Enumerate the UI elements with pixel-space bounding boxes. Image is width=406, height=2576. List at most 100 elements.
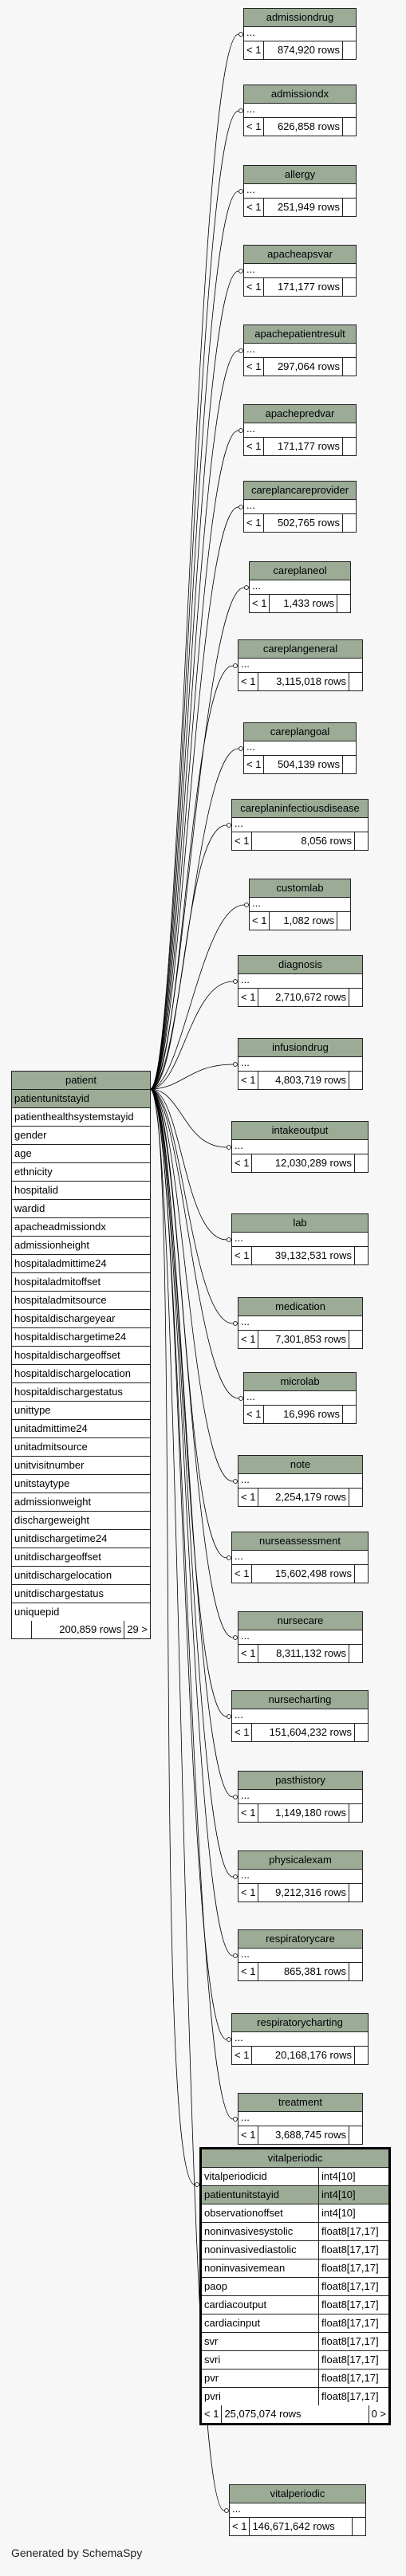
table-header[interactable]: apacheapsvar	[244, 246, 356, 264]
table-header[interactable]: note	[238, 1456, 362, 1474]
table-header[interactable]: nursecare	[238, 1612, 362, 1630]
table-header[interactable]: careplangeneral	[238, 640, 362, 659]
column-row[interactable]: hospitalid	[12, 1182, 150, 1200]
column-row[interactable]: unittype	[12, 1402, 150, 1420]
column-row[interactable]: hospitaldischargetime24	[12, 1328, 150, 1347]
table-header[interactable]: diagnosis	[238, 956, 362, 974]
table-header[interactable]: patient	[12, 1072, 150, 1090]
table-header[interactable]: allergy	[244, 166, 356, 184]
table-header[interactable]: apachepredvar	[244, 405, 356, 423]
table-header[interactable]: nursecharting	[232, 1691, 368, 1709]
table-header[interactable]: apachepatientresult	[244, 325, 356, 344]
column-row[interactable]: hospitaldischargeyear	[12, 1310, 150, 1328]
column-row[interactable]: dischargeweight	[12, 1512, 150, 1530]
table-header[interactable]: respiratorycare	[238, 1930, 362, 1949]
column-row[interactable]: hospitaldischargestatus	[12, 1383, 150, 1402]
table-header[interactable]: careplaneol	[250, 562, 350, 580]
table-header[interactable]: treatment	[238, 2094, 362, 2112]
column-row[interactable]: hospitaldischargeoffset	[12, 1347, 150, 1365]
column-row[interactable]: admissionheight	[12, 1237, 150, 1255]
column-row[interactable]: apacheadmissiondx	[12, 1218, 150, 1237]
column-row[interactable]: unitdischargetime24	[12, 1530, 150, 1548]
children-count[interactable]: 0 >	[371, 2408, 386, 2420]
column-row[interactable]: unitdischargestatus	[12, 1585, 150, 1603]
column-row[interactable]: unitadmittime24	[12, 1420, 150, 1438]
table-header[interactable]: customlab	[250, 879, 350, 898]
table-header[interactable]: nurseassessment	[232, 1532, 368, 1551]
column-row[interactable]: hospitaldischargelocation	[12, 1365, 150, 1383]
column-row[interactable]: unitdischargeoffset	[12, 1548, 150, 1567]
table-vitalperiodic[interactable]: vitalperiodic ... < 1 146,671,642 rows	[229, 2484, 366, 2536]
children-count[interactable]: 29 >	[127, 1623, 148, 1635]
column-row[interactable]: unitvisitnumber	[12, 1457, 150, 1475]
table-header[interactable]: physicalexam	[238, 1851, 362, 1870]
column-row[interactable]: uniquepid	[14, 1606, 60, 1618]
table-header[interactable]: admissiondrug	[244, 9, 356, 27]
column-row[interactable]: patientunitstayid	[12, 1090, 150, 1108]
table-header[interactable]: microlab	[244, 1373, 356, 1391]
table-header[interactable]: vitalperiodic	[202, 2149, 388, 2168]
column-row[interactable]: age	[12, 1145, 150, 1163]
column-row[interactable]: unitadmitsource	[12, 1438, 150, 1457]
table-header[interactable]: vitalperiodic	[230, 2485, 365, 2503]
table-header[interactable]: careplangoal	[244, 723, 356, 741]
column-row[interactable]: hospitaladmitsource	[12, 1292, 150, 1310]
column-row[interactable]: unitdischargelocation	[12, 1567, 150, 1585]
column-row[interactable]: ethnicity	[12, 1163, 150, 1182]
table-header[interactable]: respiratorycharting	[232, 2014, 368, 2032]
table-header[interactable]: lab	[232, 1214, 368, 1233]
column-row[interactable]: admissionweight	[12, 1493, 150, 1512]
table-header[interactable]: careplaninfectiousdisease	[232, 800, 368, 818]
column-row[interactable]: hospitaladmittime24	[12, 1255, 150, 1273]
table-header[interactable]: intakeoutput	[232, 1122, 368, 1140]
column-row[interactable]: patienthealthsystemstayid	[12, 1108, 150, 1127]
column-row[interactable]: wardid	[12, 1200, 150, 1218]
table-header[interactable]: infusiondrug	[238, 1039, 362, 1057]
table-header[interactable]: careplancareprovider	[244, 482, 356, 500]
column-row[interactable]: unitstaytype	[12, 1475, 150, 1493]
column-row[interactable]: hospitaladmitoffset	[12, 1273, 150, 1292]
table-header[interactable]: medication	[238, 1298, 362, 1316]
table-header[interactable]: pasthistory	[238, 1772, 362, 1790]
column-row[interactable]: gender	[12, 1127, 150, 1145]
